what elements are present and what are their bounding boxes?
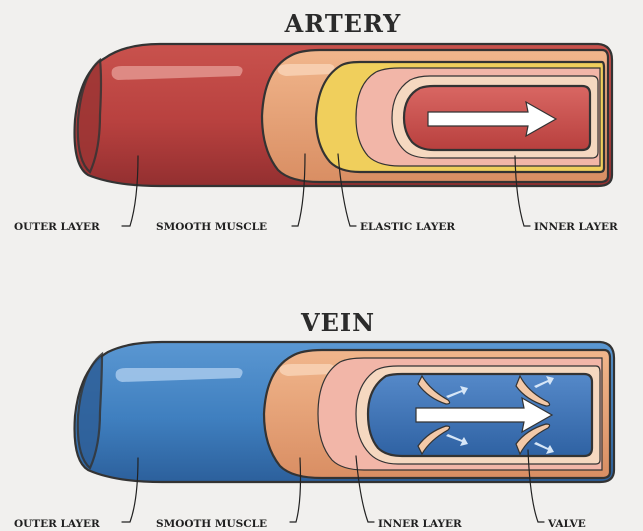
artery-label-outer-layer: OUTER LAYER (14, 221, 100, 233)
vein-label-smooth-muscle: SMOOTH MUSCLE (156, 518, 267, 530)
vein-muscle-highlight (280, 364, 335, 376)
artery-vessel (75, 44, 612, 186)
vein-label-outer-layer: OUTER LAYER (14, 518, 100, 530)
artery-label-smooth-muscle: SMOOTH MUSCLE (156, 221, 267, 233)
artery-muscle-highlight (278, 64, 335, 76)
vein-title: VEIN (300, 308, 375, 337)
artery-label-inner-layer: INNER LAYER (534, 221, 618, 233)
vein-label-inner-layer: INNER LAYER (378, 518, 462, 530)
artery-title: ARTERY (284, 9, 402, 38)
artery-label-elastic-layer: ELASTIC LAYER (360, 221, 455, 233)
vein-vessel (75, 342, 614, 482)
vein-label-valve: VALVE (547, 518, 586, 530)
